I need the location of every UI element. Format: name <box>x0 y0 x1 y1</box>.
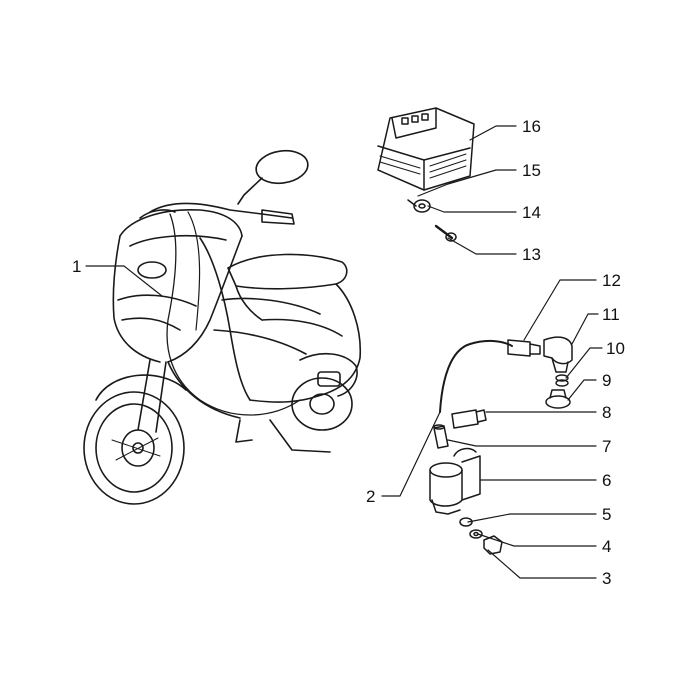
callout-6: 6 <box>602 471 611 490</box>
callout-12: 12 <box>602 271 621 290</box>
callout-11: 11 <box>602 305 620 324</box>
leader-lines <box>85 125 603 579</box>
spring <box>555 374 569 387</box>
rear-wheel <box>291 377 353 431</box>
ht-cable <box>439 339 513 413</box>
callout-15: 15 <box>522 161 541 180</box>
callout-5: 5 <box>602 505 611 524</box>
cable-connector <box>507 339 541 357</box>
spark-plug-cap <box>543 336 573 373</box>
screw-13 <box>434 224 457 242</box>
callout-9: 9 <box>602 371 611 390</box>
terminal <box>451 409 487 429</box>
callout-3: 3 <box>602 569 611 588</box>
callout-14: 14 <box>522 203 541 222</box>
callout-2: 2 <box>366 487 375 506</box>
front-wheel <box>83 391 185 505</box>
callout-10: 10 <box>606 339 625 358</box>
callout-7: 7 <box>602 437 611 456</box>
nut-3 <box>483 535 503 555</box>
callout-1: 1 <box>72 257 81 276</box>
washer-4 <box>469 529 483 539</box>
terminal-boot <box>433 424 449 449</box>
mirror <box>255 149 309 185</box>
washer-14 <box>407 199 431 213</box>
washer-5 <box>459 517 473 527</box>
callout-16: 16 <box>522 117 541 136</box>
callout-8: 8 <box>602 403 611 422</box>
rubber-boot <box>545 389 571 409</box>
voltage-regulator <box>377 107 475 191</box>
ignition-coil <box>429 447 481 515</box>
callout-4: 4 <box>602 537 611 556</box>
callout-13: 13 <box>522 245 541 264</box>
scooter-drawing <box>83 149 362 505</box>
